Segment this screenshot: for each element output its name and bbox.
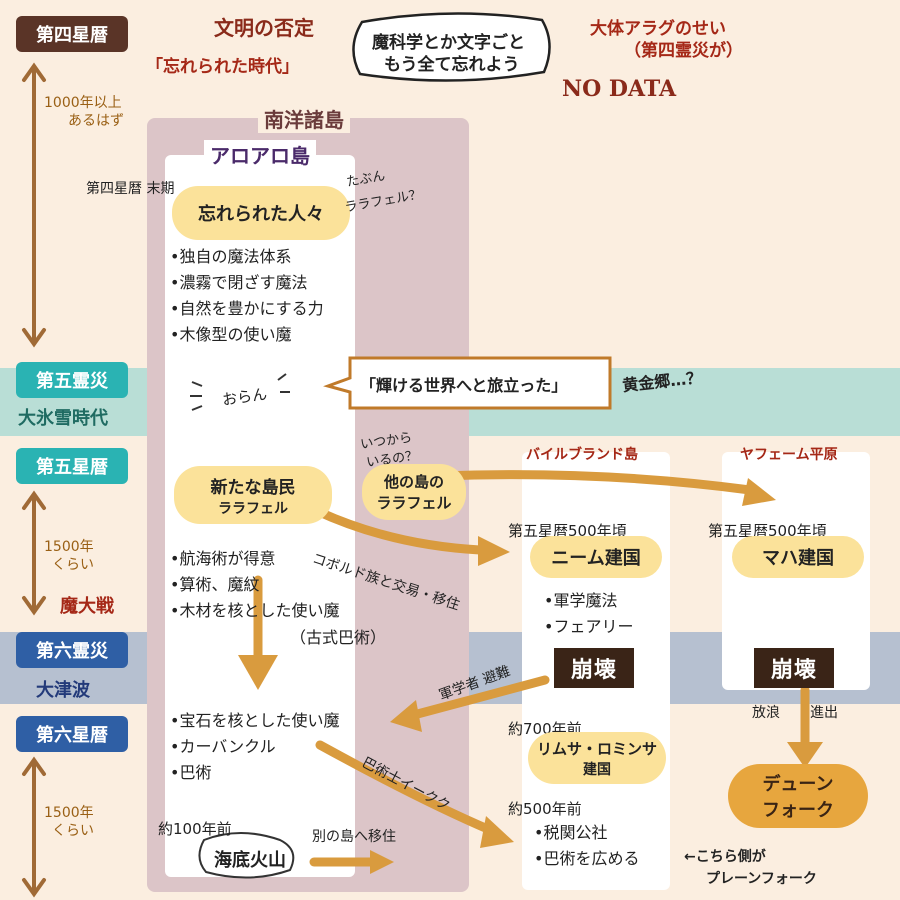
bile-brand-date: 第五星暦500年頃 — [508, 522, 627, 540]
feature-item: •フェアリー — [544, 617, 634, 636]
dune-line1: デューン — [762, 774, 834, 795]
duration-1-line2: あるはず — [68, 113, 124, 129]
lalafell-skills: •航海術が得意 •算術、魔紋 •木材を核とした使い魔 — [170, 546, 339, 624]
no-data: NO DATA — [562, 76, 677, 102]
south-islands-title: 南洋諸島 — [258, 104, 350, 133]
undersea-volcano: 海底火山 — [214, 850, 286, 871]
forgotten-people-label: 忘れられた人々 — [198, 204, 324, 225]
era-fifth-star: 第五星暦 — [16, 448, 128, 484]
nym-founding-pill: ニーム建国 — [530, 536, 662, 578]
cloud-bubble-line1: 魔科学とか文字ごと — [372, 33, 525, 53]
trait-item: •濃霧で閉ざす魔法 — [170, 273, 308, 292]
aloalo-title: アロアロ島 — [204, 140, 316, 169]
skill-item: •航海術が得意 — [170, 549, 276, 568]
other-island-line1: 他の島の — [383, 473, 444, 491]
new-people-line2: ララフェル — [218, 500, 288, 517]
bile-brand-title: バイルブランド島 — [526, 447, 638, 463]
aloalo-traits: •独自の魔法体系 •濃霧で閉ざす魔法 •自然を豊かにする力 •木像型の使い魔 — [170, 244, 324, 348]
limsa-items: •税関公社 •巴術を広める — [534, 820, 639, 872]
blame-allag-line1: 大体アラグのせい — [590, 19, 726, 39]
limsa-line2: 建国 — [583, 761, 611, 778]
trait-item: •独自の魔法体系 — [170, 247, 292, 266]
limsa-item: •巴術を広める — [534, 849, 640, 868]
new-skill-item: •カーバンクル — [170, 737, 276, 756]
forgotten-people-pill: 忘れられた人々 — [172, 186, 350, 240]
era-fifth-disaster: 第五霊災 — [16, 362, 128, 398]
mhach-founding-pill: マハ建国 — [732, 536, 864, 578]
era-great-ice-age: 大氷雪時代 — [18, 408, 108, 429]
old-arcanima: （古式巴術） — [290, 628, 387, 647]
trait-item: •自然を豊かにする力 — [170, 299, 324, 318]
era-sixth-star: 第六星暦 — [16, 716, 128, 752]
new-people-line1: 新たな島民 — [210, 477, 296, 498]
nym-founding-label: ニーム建国 — [551, 548, 641, 569]
other-island-pill: 他の島の ララフェル — [362, 464, 466, 520]
new-skill-item: •宝石を核とした使い魔 — [170, 711, 340, 730]
duration-3-line1: 1500年 — [44, 805, 94, 821]
limsa-line1: リムサ・ロミンサ — [536, 739, 657, 758]
duration-2-line1: 1500年 — [44, 539, 94, 555]
migrate-label: 別の島へ移住 — [312, 829, 396, 845]
era-sixth-disaster: 第六霊災 — [16, 632, 128, 668]
limsa-pill: リムサ・ロミンサ 建国 — [528, 732, 666, 784]
dune-line2: フォーク — [762, 800, 834, 821]
duration-1-line1: 1000年以上 — [44, 95, 122, 111]
new-skills: •宝石を核とした使い魔 •カーバンクル •巴術 — [170, 708, 339, 786]
mhach-collapse-stamp: 崩壊 — [754, 648, 834, 688]
blame-allag-line2: （第四霊災が） — [624, 41, 743, 61]
duration-3-line2: くらい — [52, 823, 94, 839]
about-500-years: 約500年前 — [508, 800, 582, 818]
yafaem-title: ヤフェーム平原 — [740, 447, 838, 463]
era-great-tsunami: 大津波 — [36, 680, 90, 701]
feature-item: •軍学魔法 — [544, 591, 618, 610]
skill-item: •算術、魔紋 — [170, 575, 260, 594]
new-skill-item: •巴術 — [170, 763, 212, 782]
nym-collapse-stamp: 崩壊 — [554, 648, 634, 688]
plainsfolk-note-line1: ←こちら側が — [684, 849, 766, 865]
era-demon-war: 魔大戦 — [60, 596, 114, 617]
advance-label: 進出 — [810, 705, 838, 721]
civilization-denial: 文明の否定 — [214, 16, 314, 40]
skill-item: •木材を核とした使い魔 — [170, 601, 340, 620]
late-fourth-era: 第四星暦 末期 — [86, 181, 175, 197]
nym-features: •軍学魔法 •フェアリー — [544, 588, 633, 640]
dune-fork-badge: デューン フォーク — [728, 764, 868, 828]
trait-item: •木像型の使い魔 — [170, 325, 292, 344]
new-people-pill: 新たな島民 ララフェル — [174, 466, 332, 524]
other-island-line2: ララフェル — [376, 494, 452, 512]
mhach-founding-label: マハ建国 — [762, 548, 834, 569]
forgotten-era: 「忘れられた時代」 — [146, 57, 299, 77]
plainsfolk-note-line2: プレーンフォーク — [706, 871, 817, 887]
yafaem-date: 第五星暦500年頃 — [708, 522, 827, 540]
about-100-years: 約100年前 — [158, 820, 232, 838]
limsa-item: •税関公社 — [534, 823, 608, 842]
cloud-bubble-line2: もう全て忘れよう — [384, 55, 520, 75]
era-fourth-star: 第四星暦 — [16, 16, 128, 52]
duration-2-line2: くらい — [52, 557, 94, 573]
wander-label: 放浪 — [752, 705, 780, 721]
departed-quote: 「輝ける世界へと旅立った」 — [360, 376, 568, 395]
